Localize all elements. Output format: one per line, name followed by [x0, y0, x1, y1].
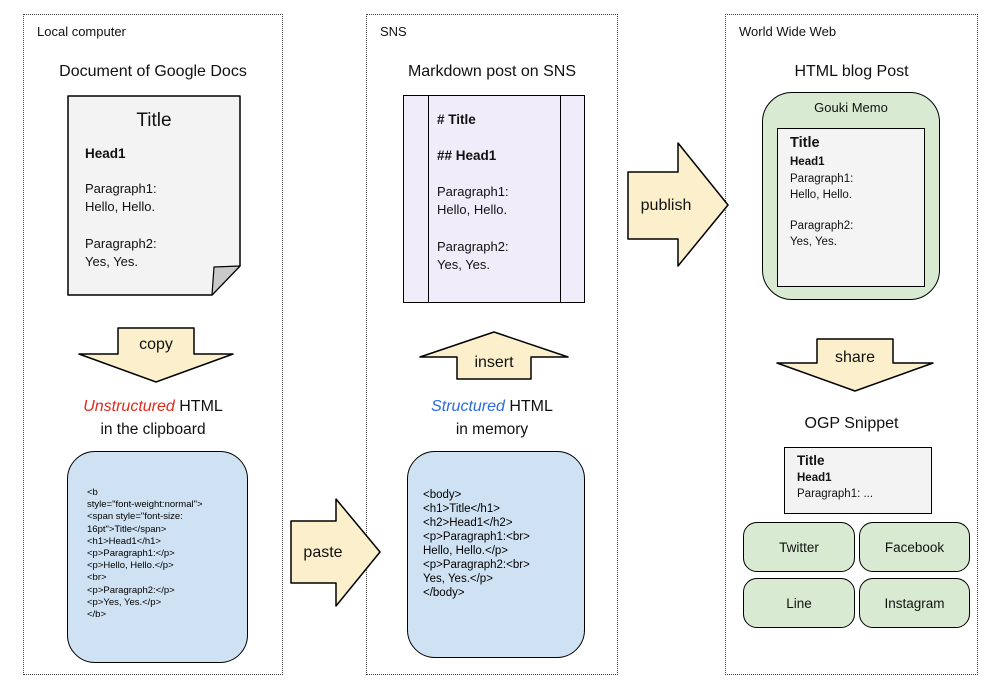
- memory-code-box: [407, 451, 585, 658]
- markdown-left-rule: [428, 96, 429, 302]
- folded-corner-icon: [211, 265, 241, 296]
- doc-paragraph1-label: Paragraph1:: [85, 181, 157, 196]
- code-line: <p>Paragraph2:<br>: [423, 559, 530, 571]
- code-line: <p>Paragraph1:</p>: [87, 548, 175, 560]
- clipboard-code: <b style="font-weight:normal"> <span sty…: [87, 487, 203, 621]
- publish-arrow: publish: [627, 142, 730, 268]
- code-line: <h1>Head1</h1>: [87, 535, 161, 547]
- code-line: </b>: [87, 609, 107, 621]
- doc-paragraph2-body: Yes, Yes.: [85, 254, 139, 269]
- memory-caption-html: HTML: [504, 398, 553, 415]
- memory-code: <body> <h1>Title</h1> <h2>Head1</h2> <p>…: [423, 488, 530, 600]
- md-head1: ## Head1: [437, 148, 497, 163]
- code-line: <h1>Title</h1>: [423, 503, 500, 515]
- clipboard-caption-html: HTML: [174, 398, 223, 415]
- doc-paragraph1-body: Hello, Hello.: [85, 199, 156, 214]
- clipboard-code-box: [67, 451, 248, 663]
- blog-paragraph2-body: Yes, Yes.: [790, 236, 837, 248]
- panel-www-label: World Wide Web: [739, 24, 837, 39]
- copy-arrow: copy: [77, 327, 235, 383]
- code-line: Hello, Hello.</p>: [423, 545, 509, 557]
- paste-arrow: paste: [290, 498, 382, 607]
- blog-paragraph1-label: Paragraph1:: [790, 173, 854, 185]
- code-line: Yes, Yes.</p>: [423, 573, 493, 585]
- code-line: <b: [87, 487, 98, 498]
- markdown-post-box: [403, 95, 585, 303]
- code-line: <p>Hello, Hello.</p>: [87, 560, 174, 572]
- share-arrow: share: [775, 338, 935, 392]
- blog-content-card: [777, 128, 925, 287]
- structured-text: Structured: [431, 398, 505, 415]
- blog-site-name: Gouki Memo: [814, 100, 888, 115]
- twitter-button[interactable]: Twitter: [743, 522, 855, 572]
- ogp-paragraph1: Paragraph1: ...: [797, 488, 874, 500]
- line-button[interactable]: Line: [743, 578, 855, 628]
- clipboard-caption-line1: Unstructured HTML: [23, 395, 283, 418]
- ogp-card: [784, 447, 932, 514]
- code-line: <span style="font-size:: [87, 511, 183, 523]
- panel-sns-label: SNS: [380, 24, 407, 39]
- doc-head1: Head1: [85, 146, 126, 161]
- ogp-head1: Head1: [797, 472, 832, 484]
- code-line: </body>: [423, 587, 465, 599]
- instagram-button[interactable]: Instagram: [859, 578, 970, 628]
- unstructured-text: Unstructured: [83, 398, 175, 415]
- md-paragraph2-body: Yes, Yes.: [437, 257, 491, 272]
- doc-title: Title: [136, 110, 172, 131]
- insert-arrow-label: insert: [474, 354, 514, 371]
- md-paragraph1-body: Hello, Hello.: [437, 202, 508, 217]
- markdown-right-rule: [560, 96, 561, 302]
- local-heading: Document of Google Docs: [59, 63, 247, 80]
- paste-arrow-label: paste: [303, 544, 343, 561]
- clipboard-caption: Unstructured HTML in the clipboard: [23, 395, 283, 441]
- blog-head1: Head1: [790, 156, 825, 168]
- code-line: 16pt">Title</span>: [87, 523, 167, 535]
- google-doc-sheet: [67, 95, 242, 302]
- blog-paragraph1-body: Hello, Hello.: [790, 189, 852, 201]
- blog-title: Title: [790, 135, 820, 151]
- copy-arrow-label: copy: [139, 336, 173, 353]
- facebook-button[interactable]: Facebook: [859, 522, 970, 572]
- panel-local-label: Local computer: [37, 24, 126, 39]
- memory-caption-line2: in memory: [455, 421, 529, 438]
- code-line: <br>: [87, 572, 107, 584]
- md-paragraph2-label: Paragraph2:: [437, 239, 509, 254]
- code-line: <p>Paragraph1:<br>: [423, 531, 530, 543]
- ogp-heading: OGP Snippet: [804, 415, 899, 432]
- md-paragraph1-label: Paragraph1:: [437, 184, 509, 199]
- share-arrow-label: share: [834, 349, 876, 366]
- insert-arrow: insert: [418, 331, 570, 380]
- code-line: <body>: [423, 489, 462, 501]
- ogp-title: Title: [797, 453, 825, 468]
- memory-caption-line1: Structured HTML: [366, 395, 618, 418]
- blog-paragraph2-label: Paragraph2:: [790, 220, 854, 232]
- md-title: # Title: [437, 112, 476, 127]
- publish-arrow-label: publish: [640, 197, 692, 214]
- clipboard-caption-line2: in the clipboard: [100, 421, 206, 438]
- code-line: <h2>Head1</h2>: [423, 517, 513, 529]
- www-heading: HTML blog Post: [794, 63, 909, 80]
- sns-heading: Markdown post on SNS: [407, 63, 577, 80]
- code-line: style="font-weight:normal">: [87, 499, 203, 511]
- code-line: <p>Yes, Yes.</p>: [87, 596, 162, 608]
- doc-paragraph2-label: Paragraph2:: [85, 236, 157, 251]
- code-line: <p>Paragraph2:</p>: [87, 584, 175, 596]
- memory-caption: Structured HTML in memory: [366, 395, 618, 441]
